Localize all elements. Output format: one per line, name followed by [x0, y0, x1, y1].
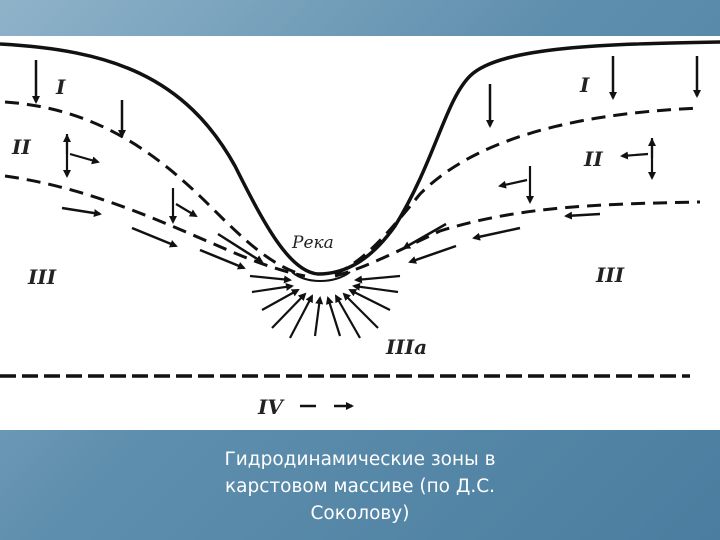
- karst-diagram: I I II II III III IIIа IV Река: [0, 40, 720, 419]
- ground-surface-line: [0, 40, 720, 276]
- arrow-flow: [352, 282, 399, 294]
- infiltration-arrows: [32, 56, 701, 138]
- arrow-flow: [342, 292, 379, 329]
- arrow-flow: [402, 222, 447, 250]
- zone2-mixed-arrows: [63, 134, 656, 224]
- arrow-flow: [335, 294, 361, 339]
- boundary-zone2-zone3: [4, 174, 701, 278]
- river-bed: [291, 271, 351, 282]
- zone1-left-label: I: [55, 75, 66, 99]
- arrow-flow: [325, 296, 342, 337]
- arrow-flow: [289, 294, 313, 339]
- arrow-side: [620, 151, 649, 160]
- arrow-flow: [472, 226, 521, 241]
- slide-caption: Гидродинамические зоны в карстовом масси…: [224, 449, 496, 524]
- arrow-flow: [564, 211, 601, 220]
- zone1-right-label: I: [579, 73, 590, 97]
- arrow-flow: [199, 248, 246, 270]
- arrow-flow: [348, 289, 391, 311]
- arrow-flow: [217, 232, 264, 264]
- arrow-side: [69, 152, 100, 165]
- karst-diagram-figure: I I II II III III IIIа IV Река: [0, 36, 720, 430]
- arrow-flow: [251, 282, 294, 294]
- arrow-flow: [408, 244, 457, 264]
- converging-flow-arrows: [249, 274, 401, 339]
- arrow-flow: [249, 274, 292, 284]
- arrow-flow: [313, 296, 324, 337]
- arrow-flow: [271, 292, 307, 329]
- arrow-side: [498, 178, 528, 189]
- zone2-left-label: II: [11, 135, 31, 159]
- slide-background: [0, 0, 720, 36]
- zone3-right-label: III: [595, 263, 625, 287]
- arrow-flow: [131, 226, 178, 248]
- river-label: Река: [291, 233, 334, 253]
- arrow-flow: [261, 289, 300, 311]
- lateral-flow-arrows: [61, 206, 601, 270]
- zone3a-label: IIIа: [385, 335, 427, 359]
- zone2-right-label: II: [583, 147, 603, 171]
- zone3-left-label: III: [27, 265, 57, 289]
- arrow-side: [175, 203, 198, 218]
- arrow-flow: [61, 206, 102, 218]
- arrow-flow: [354, 274, 401, 284]
- zone4-label: IV: [257, 395, 285, 419]
- boundary-zone1-zone2: [4, 100, 701, 276]
